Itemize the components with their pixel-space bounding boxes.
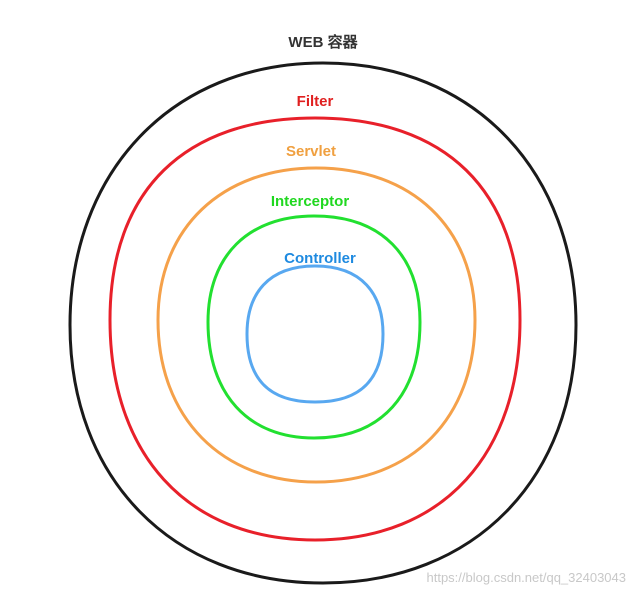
- servlet-label: Servlet: [286, 143, 336, 160]
- controller-ring: [245, 264, 385, 404]
- interceptor-ring: [206, 214, 422, 440]
- interceptor-label: Interceptor: [271, 193, 350, 210]
- web-container-ring: [68, 61, 578, 585]
- watermark-text: https://blog.csdn.net/qq_32403043: [427, 570, 627, 585]
- web-container-label: WEB 容器: [288, 33, 358, 51]
- filter-label: Filter: [297, 93, 334, 110]
- servlet-ring: [156, 166, 477, 484]
- filter-ring: [108, 116, 522, 542]
- controller-label: Controller: [284, 250, 356, 267]
